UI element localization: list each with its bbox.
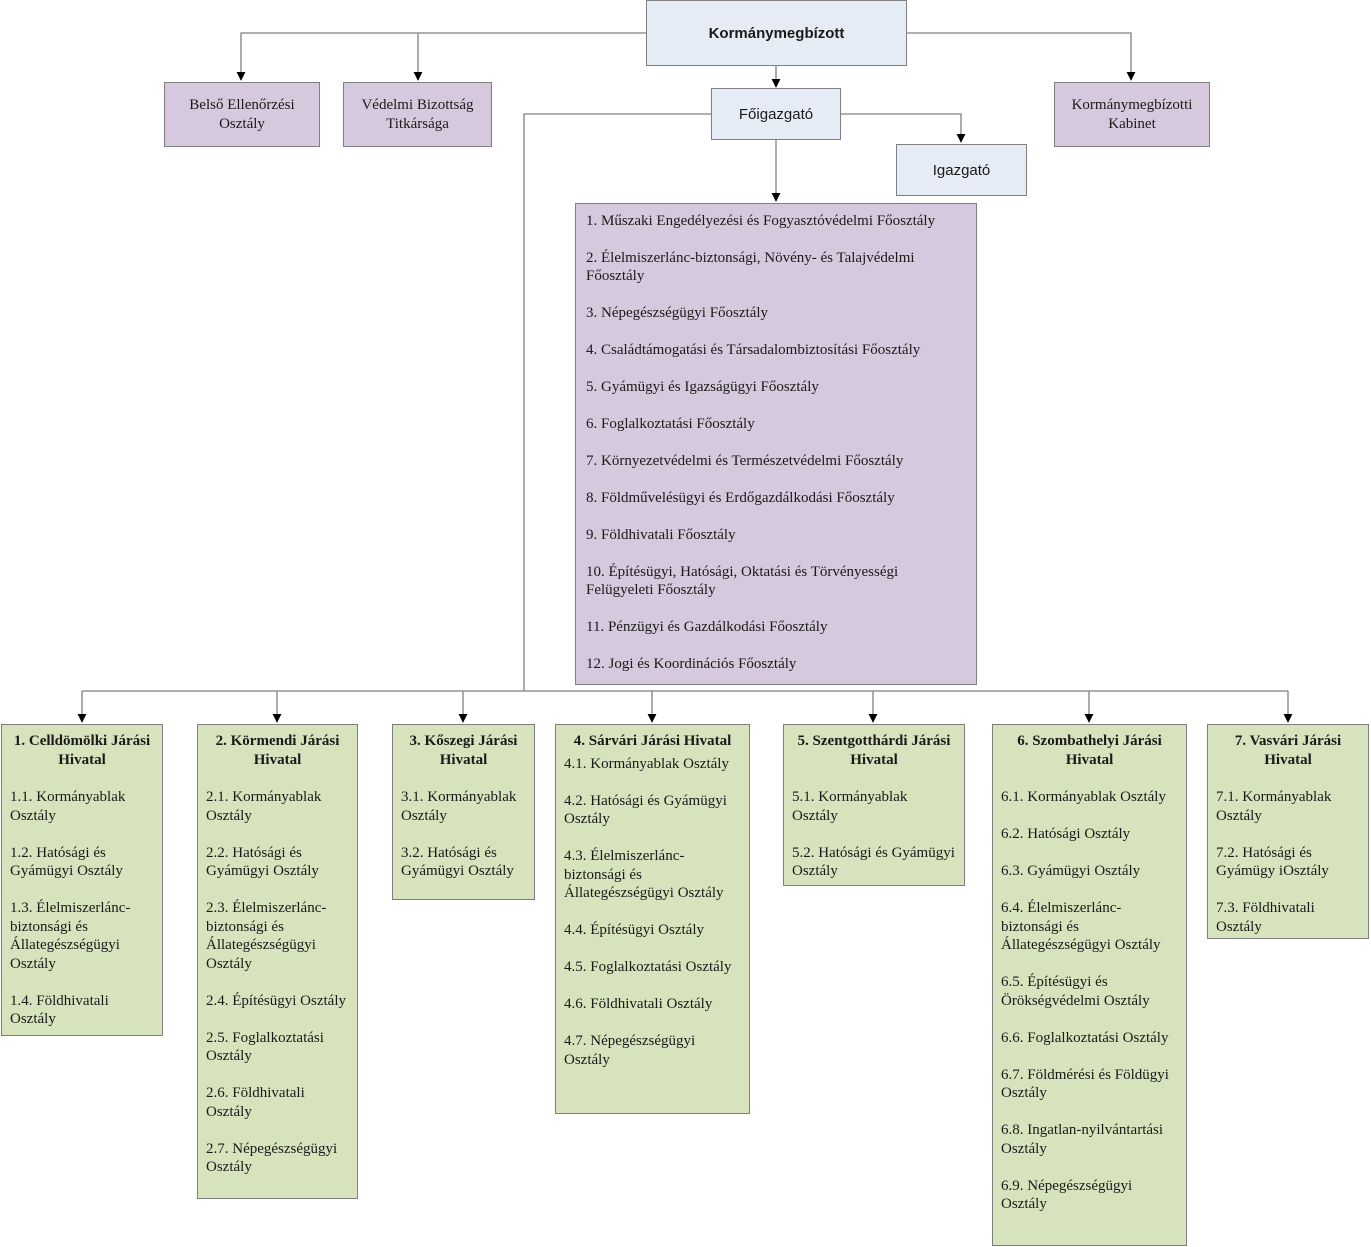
foosztaly-item: 5. Gyámügyi és Igazságügyi Főosztály (586, 379, 819, 395)
kabinet-line-2: Kabinet (1108, 115, 1156, 132)
belso-ellenorzesi-box: Belső Ellenőrzési Osztály (164, 82, 320, 147)
jarasi-hivatal-title: 4. Sárvári Járási Hivatal (573, 733, 732, 749)
osztaly-item: 4.6. Földhivatali Osztály (564, 996, 713, 1012)
osztaly-item: 4.1. Kormányablak Osztály (564, 755, 729, 772)
foosztaly-item: 7. Környezetvédelmi és Természetvédelmi … (586, 453, 904, 469)
osztaly-item: 4.4. Építésügyi Osztály (564, 922, 704, 938)
belso-line-1: Belső Ellenőrzési (189, 96, 295, 113)
foosztaly-item: 10. Építésügyi, Hatósági, Oktatási és Tö… (586, 564, 899, 598)
vedelmi-line-2: Titkársága (386, 115, 449, 132)
osztaly-item: 4.3. Élelmiszerlánc-biztonsági és Állate… (564, 848, 724, 901)
jarasi-hivatal-1: 1. Celldömölki Járási Hivatal 1.1. Kormá… (1, 724, 163, 1036)
jarasi-hivatal-6: 6. Szombathelyi Járási Hivatal 6.1. Korm… (992, 724, 1187, 1246)
osztaly-item: 6.1. Kormányablak Osztály (1001, 789, 1166, 805)
osztaly-item: 6.8. Ingatlan-nyilvántartási Osztály (1001, 1122, 1164, 1157)
jarasi-hivatal-7: 7. Vasvári Járási Hivatal 7.1. Kormányab… (1207, 724, 1369, 939)
osztaly-item: 1.1. Kormányablak Osztály (10, 789, 126, 824)
foosztaly-item: 3. Népegészségügyi Főosztály (586, 305, 769, 321)
foigazgato-label: Főigazgató (738, 105, 814, 123)
connector-to-jarasi-bus (523, 113, 711, 691)
foosztalyok-box: 1. Műszaki Engedélyezési és Fogyasztóvéd… (575, 203, 977, 685)
osztaly-item: 2.1. Kormányablak Osztály (206, 789, 322, 824)
osztaly-item: 7.3. Földhivatali Osztály (1216, 900, 1315, 935)
osztaly-item: 6.6. Foglalkoztatási Osztály (1001, 1029, 1169, 1046)
osztaly-item: 4.2. Hatósági és Gyámügyi Osztály (564, 792, 727, 828)
jarasi-hivatal-3: 3. Kőszegi Járási Hivatal 3.1. Kormányab… (392, 724, 535, 900)
osztaly-item: 4.5. Foglalkoztatási Osztály (564, 959, 732, 975)
foosztaly-item: 12. Jogi és Koordinációs Főosztály (586, 656, 797, 672)
osztaly-item: 5.2. Hatósági és Gyámügyi Osztály (792, 844, 955, 880)
osztaly-item: 6.7. Földmérési és Földügyi Osztály (1001, 1066, 1169, 1102)
osztaly-item: 2.2. Hatósági és Gyámügyi Osztály (206, 844, 319, 880)
kormanymegbizott-box: Kormánymegbízott (646, 0, 907, 66)
jarasi-hivatal-title: 5. Szentgotthárdi Járási Hivatal (797, 733, 951, 768)
jarasi-hivatal-2: 2. Körmendi Járási Hivatal 2.1. Kormánya… (197, 724, 358, 1199)
jarasi-hivatal-5: 5. Szentgotthárdi Járási Hivatal 5.1. Ko… (783, 724, 965, 886)
jarasi-hivatal-title: 3. Kőszegi Járási Hivatal (409, 733, 518, 768)
osztaly-item: 6.2. Hatósági Osztály (1001, 826, 1131, 842)
vedelmi-bizottsag-box: Védelmi Bizottság Titkársága (343, 82, 492, 147)
osztaly-item: 1.3. Élelmiszerlánc-biztonsági és Állate… (10, 900, 131, 972)
foosztaly-item: 2. Élelmiszerlánc-biztonsági, Növény- és… (586, 250, 915, 284)
osztaly-item: 6.4. Élelmiszerlánc-biztonsági és Állate… (1001, 900, 1161, 953)
jarasi-hivatal-title: 7. Vasvári Járási Hivatal (1234, 733, 1342, 768)
osztaly-item: 2.4. Építésügyi Osztály (206, 992, 346, 1009)
osztaly-item: 7.1. Kormányablak Osztály (1216, 789, 1332, 824)
vedelmi-line-1: Védelmi Bizottság (361, 96, 474, 113)
foosztaly-item: 9. Földhivatali Főosztály (586, 527, 736, 543)
foosztaly-item: 8. Földművelésügyi és Erdőgazdálkodási F… (586, 490, 895, 506)
jarasi-hivatal-4: 4. Sárvári Járási Hivatal 4.1. Kormányab… (555, 724, 750, 1114)
connector-to-belso (236, 32, 646, 81)
osztaly-item: 3.2. Hatósági és Gyámügyi Osztály (401, 844, 514, 880)
foosztaly-item: 4. Családtámogatási és Társadalombiztosí… (586, 342, 921, 358)
osztaly-item: 1.2. Hatósági és Gyámügyi Osztály (10, 844, 123, 880)
osztaly-item: 1.4. Földhivatali Osztály (10, 992, 109, 1028)
osztaly-item: 3.1. Kormányablak Osztály (401, 789, 517, 824)
jarasi-hivatal-title: 1. Celldömölki Járási Hivatal (13, 733, 151, 768)
osztaly-item: 5.1. Kormányablak Osztály (792, 789, 908, 824)
osztaly-item: 6.5. Építésügyi és Örökségvédelmi Osztál… (1001, 974, 1150, 1009)
osztaly-item: 2.3. Élelmiszerlánc-biztonsági és Állate… (206, 900, 327, 972)
osztaly-item: 2.6. Földhivatali Osztály (206, 1085, 305, 1120)
belso-line-2: Osztály (219, 115, 265, 132)
osztaly-item: 4.7. Népegészségügyi Osztály (564, 1033, 696, 1068)
osztaly-item: 2.7. Népegészségügyi Osztály (206, 1140, 338, 1176)
osztaly-item: 6.9. Népegészségügyi Osztály (1001, 1177, 1133, 1213)
connector-to-kabinet (907, 32, 1136, 81)
jarasi-hivatal-title: 2. Körmendi Járási Hivatal (215, 733, 340, 768)
osztaly-item: 2.5. Foglalkoztatási Osztály (206, 1029, 324, 1065)
foosztaly-item: 1. Műszaki Engedélyezési és Fogyasztóvéd… (586, 213, 936, 229)
connector-to-igazgato (841, 113, 966, 143)
jarasi-hivatal-title: 6. Szombathelyi Járási Hivatal (1017, 733, 1162, 768)
igazgato-label: Igazgató (932, 161, 991, 179)
osztaly-item: 6.3. Gyámügyi Osztály (1001, 863, 1141, 879)
kormanymegbizott-label: Kormánymegbízott (708, 24, 845, 42)
foigazgato-box: Főigazgató (711, 88, 841, 140)
igazgato-box: Igazgató (896, 144, 1027, 196)
kabinet-box: Kormánymegbízotti Kabinet (1054, 82, 1210, 147)
foosztaly-item: 6. Foglalkoztatási Főosztály (586, 416, 755, 432)
kabinet-line-1: Kormánymegbízotti (1071, 96, 1193, 113)
osztaly-item: 7.2. Hatósági és Gyámügy iOsztály (1216, 844, 1329, 880)
foosztaly-item: 11. Pénzügyi és Gazdálkodási Főosztály (586, 619, 828, 635)
